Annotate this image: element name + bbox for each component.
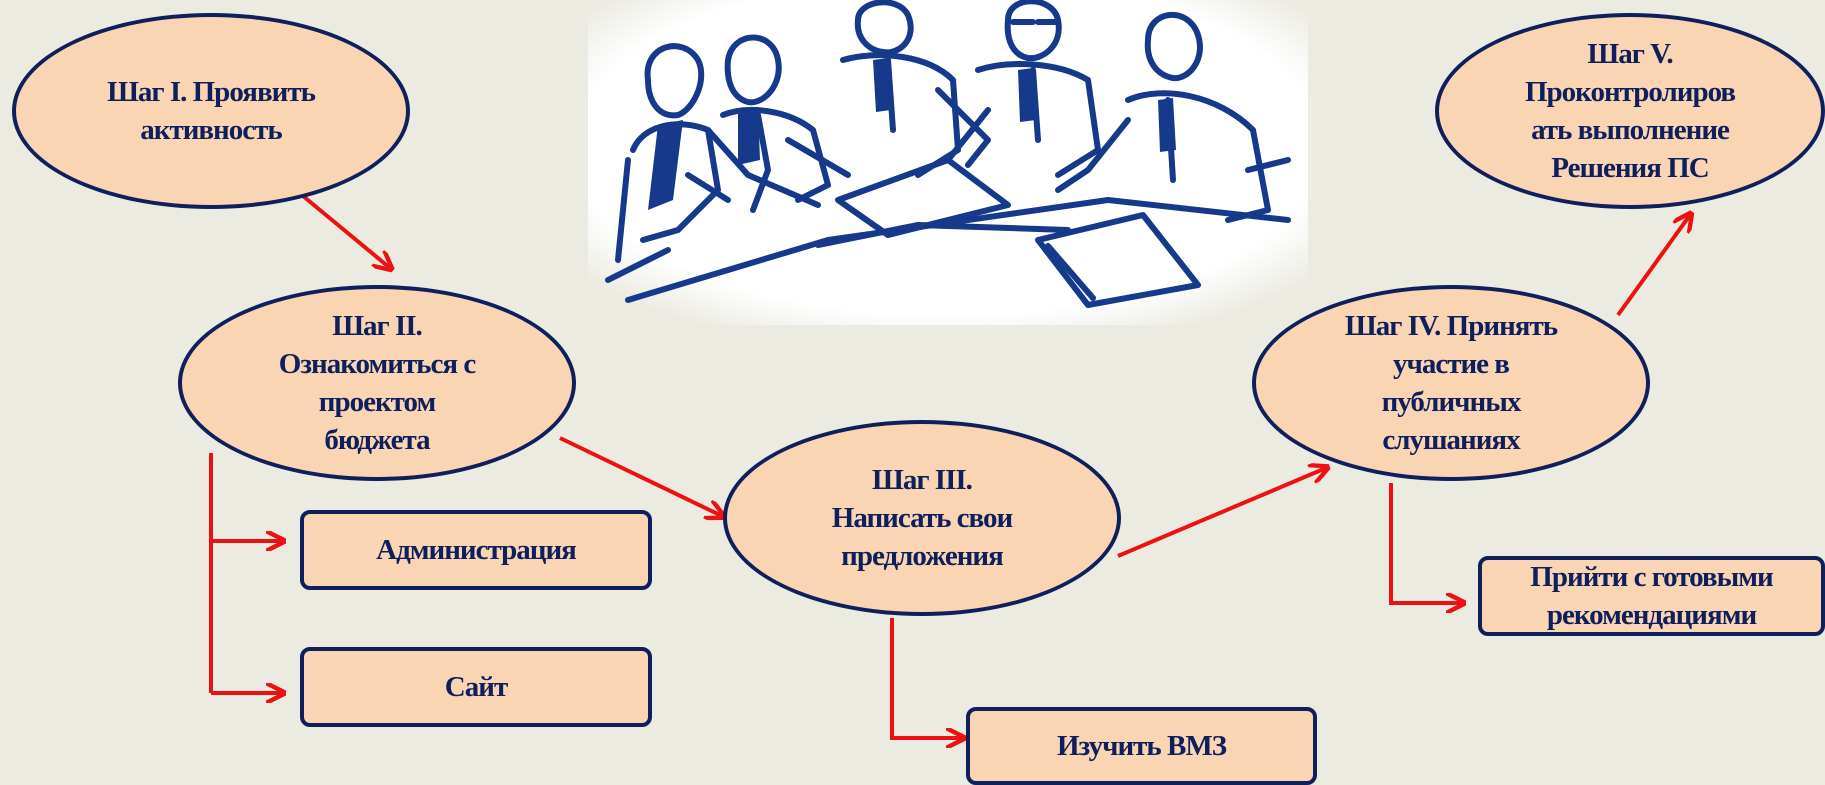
step-2-ellipse: Шаг II. Ознакомиться с проектом бюджета bbox=[178, 285, 576, 481]
step-5-ellipse: Шаг V. Проконтролиров ать выполнение Реш… bbox=[1435, 13, 1825, 209]
site-label: Сайт bbox=[444, 671, 508, 703]
step-1-label: Шаг I. Проявить активность bbox=[107, 76, 316, 146]
arrow-step2-to-step3 bbox=[559, 436, 722, 516]
step-4-label: Шаг IV. Принять участие в публичных слуш… bbox=[1344, 310, 1558, 456]
meeting-sketch-illustration bbox=[588, 0, 1308, 325]
recommendations-box: Прийти с готовыми рекомендациями bbox=[1478, 556, 1825, 636]
study-vmz-box: Изучить ВМЗ bbox=[966, 707, 1317, 785]
administration-box: Администрация bbox=[300, 510, 652, 590]
arrow-to-recommendations bbox=[1389, 483, 1462, 603]
step-3-label: Шаг III. Написать свои предложения bbox=[831, 464, 1013, 572]
step-3-ellipse: Шаг III. Написать свои предложения bbox=[723, 420, 1121, 616]
study-vmz-label: Изучить ВМЗ bbox=[1056, 730, 1227, 762]
step-5-label: Шаг V. Проконтролиров ать выполнение Реш… bbox=[1524, 38, 1736, 184]
arrow-to-study-vmz bbox=[890, 618, 962, 738]
recommendations-label: Прийти с готовыми рекомендациями bbox=[1530, 561, 1773, 631]
step-4-ellipse: Шаг IV. Принять участие в публичных слуш… bbox=[1252, 285, 1650, 481]
arrow-step4-to-step5 bbox=[1616, 215, 1690, 317]
arrow-step3-to-step4 bbox=[1117, 468, 1326, 558]
step-1-ellipse: Шаг I. Проявить активность bbox=[12, 13, 410, 209]
arrow-step1-to-step2 bbox=[301, 194, 390, 268]
site-box: Сайт bbox=[300, 647, 652, 727]
administration-label: Администрация bbox=[376, 534, 577, 566]
step-2-label: Шаг II. Ознакомиться с проектом бюджета bbox=[278, 310, 476, 456]
